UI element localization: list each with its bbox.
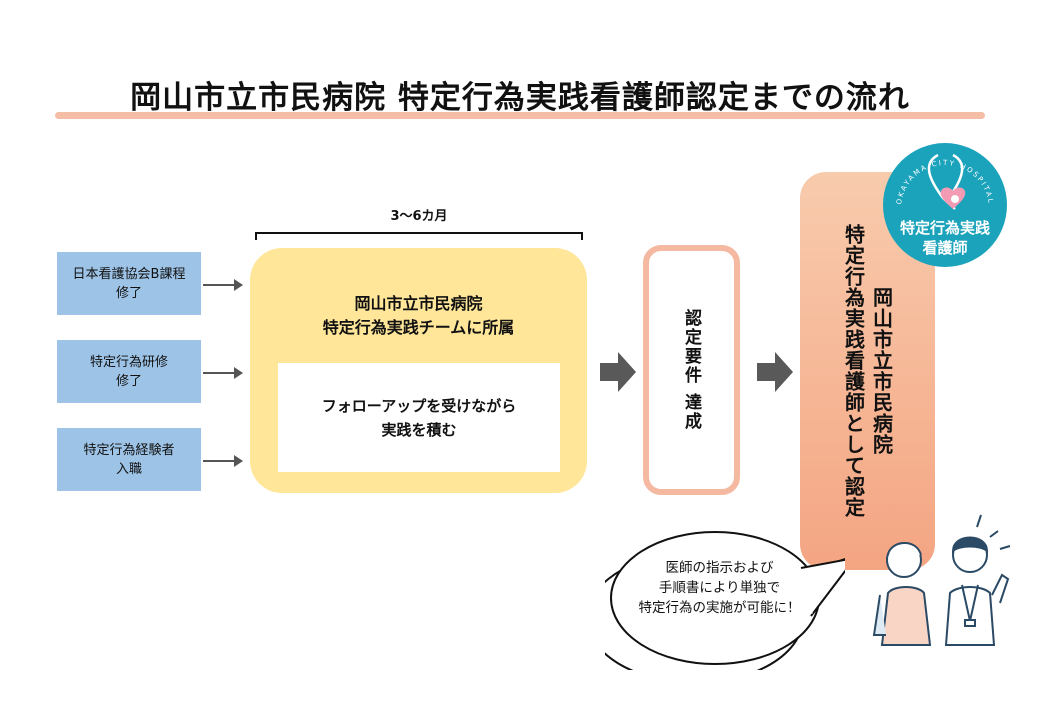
speech-line: 医師の指示および [665,560,774,576]
period-bracket [255,232,583,240]
hospital-logo: OKAYAMA CITY HOSPITAL 特定行為実践 看護師 [883,143,1007,267]
route-label: 日本看護協会B課程 [72,266,186,282]
route-label: 修了 [115,373,142,389]
period-label: 3〜6カ月 [390,209,448,224]
arrow-icon [203,455,243,467]
route-box-training: 特定行為研修修了 [57,340,201,403]
route-label: 特定行為経験者 [83,442,175,458]
certification-line: 岡山市立市民病院 [869,287,894,455]
nurses-illustration [872,514,1011,646]
stethoscope-heart-icon: OKAYAMA CITY HOSPITAL [895,153,993,210]
route-label: 修了 [115,285,142,301]
followup-box: フォローアップを受けながら実践を積む [278,363,560,472]
requirement-text: 認定要件 達成 [681,309,701,431]
block-arrow-icon [600,352,636,392]
speech-bubble [605,531,845,670]
team-text: 岡山市立市民病院特定行為実践チームに所属 [250,292,587,340]
speech-line: 特定行為の実施が可能に！ [638,600,801,616]
team-line: 岡山市立市民病院 [354,294,483,313]
arrow-icon [203,279,243,291]
route-label: 入職 [115,461,142,477]
speech-line: 手順書により単独で [658,580,781,596]
followup-line: フォローアップを受けながら [321,396,517,415]
arrow-icon [203,367,243,379]
certification-line: 特定行為実践看護師として認定 [841,224,866,518]
title-underline [55,112,985,119]
logo-line: 特定行為実践 [899,219,990,237]
logo-line: 看護師 [922,239,968,257]
route-box-experienced: 特定行為経験者入職 [57,428,201,491]
route-label: 特定行為研修 [89,354,168,370]
speech-text: 医師の指示および手順書により単独で特定行為の実施が可能に！ [612,558,827,618]
team-line: 特定行為実践チームに所属 [322,318,515,337]
requirement-box: 認定要件 達成 [643,245,740,495]
certification-text: 岡山市立市民病院特定行為実践看護師として認定 [840,191,896,551]
route-box-b-course: 日本看護協会B課程修了 [57,252,201,315]
followup-line: 実践を積む [381,420,457,439]
block-arrow-icon [757,352,793,392]
page-title: 岡山市立市民病院 特定行為実践看護師認定までの流れ [130,80,910,116]
